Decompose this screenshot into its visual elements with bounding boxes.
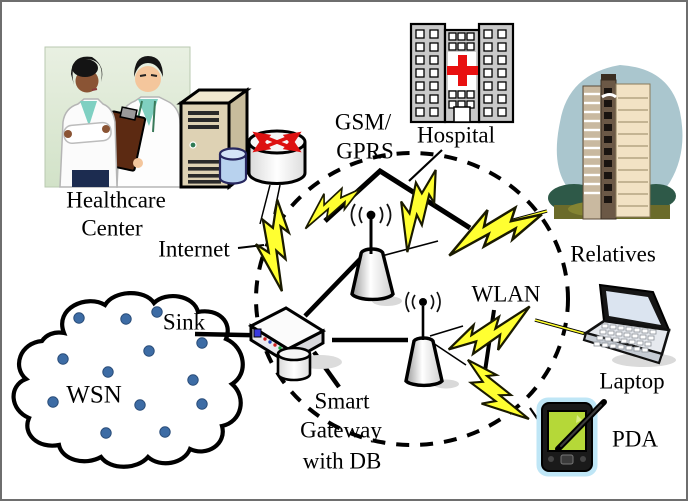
sensor-node-icon [151,306,163,318]
sensor-node-icon [196,337,208,349]
woman-crossed-arms [63,121,112,145]
sensor-node-icon [100,427,112,439]
laptop-icon [582,283,676,367]
red-cross-icon [447,55,478,86]
label-healthcare-line1: Healthcare [66,187,166,213]
sensor-node-icon [102,366,114,378]
signal-waves-icon [405,291,441,313]
sensor-node-icon [120,313,132,325]
healthcare-photo [44,46,191,188]
woman-scrubs [80,101,97,126]
label-gateway-line1: Smart [314,388,370,414]
hospital-link-line [408,149,443,182]
gateway-db-cylinder-icon [276,346,312,382]
man-head [135,66,161,92]
laptop-keys [593,323,657,353]
sensor-node-icon [73,312,85,324]
router-icon [247,129,307,225]
label-gsm-line2: GPRS [336,138,394,164]
wlan-pda-ray [429,340,467,366]
smart-gateway-icon [247,306,342,382]
signal-waves-icon [350,203,392,227]
sensor-node-icon [196,398,208,410]
label-healthcare-line2: Center [81,215,143,241]
label-laptop: Laptop [599,368,665,394]
wlan-antenna-icon [404,291,459,389]
sensor-node-icon [159,426,171,438]
server-icon [176,87,252,191]
gateway-gsm-line [303,253,366,318]
label-gateway-line2: Gateway [300,417,382,443]
label-gateway-line3: with DB [302,448,382,474]
woman-coat [59,98,118,188]
label-pda: PDA [611,426,659,452]
wlan-laptop-ray [429,325,464,337]
pda-icon [536,397,607,477]
pda-screen [547,410,587,452]
database-cylinder-icon [218,147,248,185]
gsm-antenna-icon [350,203,402,306]
label-gsm-line1: GSM/ [334,109,392,135]
lightning-bolt-icon [252,197,292,293]
apartment-building-icon [548,65,683,220]
label-wsn: WSN [66,381,122,409]
sensor-node-icon [47,396,59,408]
sensor-node-icon [187,374,199,386]
sensor-node-icon [143,345,155,357]
wsn-cloud-icon [11,291,245,469]
label-hospital: Hospital [417,122,495,148]
label-sink: Sink [162,309,206,335]
sensor-node-icon [57,353,69,365]
label-internet: Internet [158,236,230,262]
hospital-icon [409,22,515,124]
coverage-ellipse [254,151,570,447]
sensor-nodes [47,306,208,439]
man-hair [134,56,163,77]
sensor-node-icon [134,399,146,411]
label-relatives: Relatives [570,241,656,267]
label-wlan: WLAN [471,281,541,307]
woman-pants [72,170,109,187]
router-arrows [252,131,302,153]
man-scrubs [138,99,158,126]
